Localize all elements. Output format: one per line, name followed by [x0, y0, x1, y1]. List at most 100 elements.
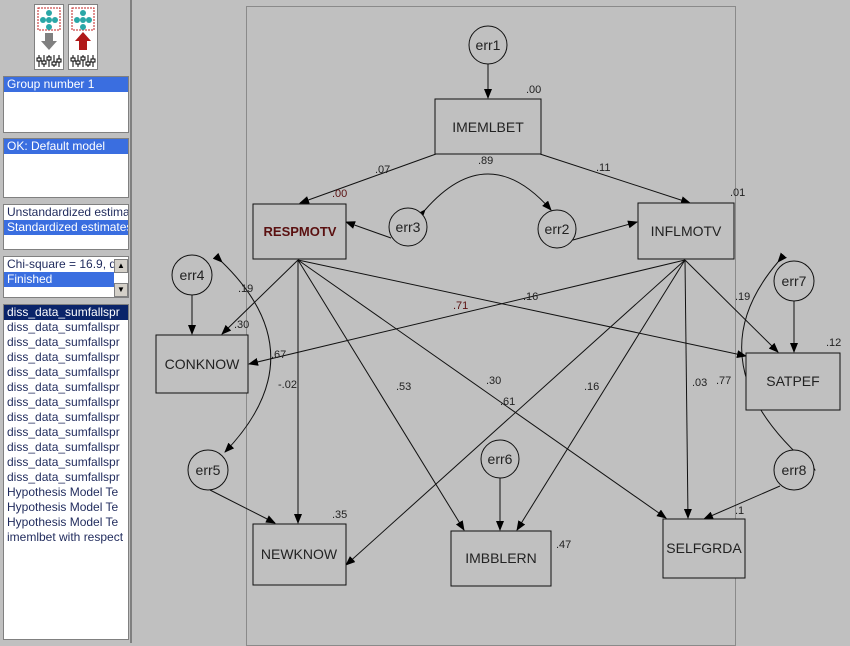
- model-item[interactable]: OK: Default model: [4, 139, 128, 154]
- err1-circle[interactable]: [468, 25, 508, 65]
- file-item[interactable]: diss_data_sumfallspr: [7, 395, 120, 409]
- newknow-box[interactable]: [252, 523, 347, 586]
- imbblern-box[interactable]: [450, 530, 552, 587]
- err7-circle[interactable]: [773, 260, 815, 302]
- coef-resp-satpef: .16: [523, 291, 538, 303]
- path-inflmotv-selfgrda[interactable]: [683, 259, 692, 519]
- file-item[interactable]: Hypothesis Model Te: [7, 515, 119, 529]
- err5-circle[interactable]: [187, 449, 229, 491]
- file-item[interactable]: diss_data_sumfallspr: [7, 350, 120, 364]
- imemlbet-label: IMEMLBET: [452, 119, 524, 135]
- coef-resp-conknow: .67: [271, 349, 286, 361]
- path-err5-newknow[interactable]: [209, 489, 276, 524]
- scroll-up-button[interactable]: ▲: [114, 259, 128, 273]
- view-input-button[interactable]: [34, 4, 64, 70]
- r2-imemlbet: .00: [526, 84, 541, 96]
- path-err8-selfgrda[interactable]: [703, 485, 781, 520]
- groups-panel: Group number 1: [3, 76, 129, 133]
- r2-conknow: .30: [234, 319, 249, 331]
- coef-resp-selfgrda: .61: [500, 396, 515, 408]
- err4-label: err4: [180, 267, 205, 283]
- view-output-button[interactable]: [68, 4, 98, 70]
- coef-infl-newknow: .30: [486, 375, 501, 387]
- satpef-label: SATPEF: [766, 373, 819, 389]
- scroll-down-button[interactable]: ▼: [114, 283, 128, 297]
- path-inflmotv-satpef[interactable]: [684, 259, 779, 353]
- path-inflmotv-imbblern[interactable]: [516, 259, 686, 531]
- err7-label: err7: [782, 273, 807, 289]
- file-item[interactable]: diss_data_sumfallspr: [7, 320, 120, 334]
- respmotv-box[interactable]: [252, 203, 347, 260]
- group-item[interactable]: Group number 1: [4, 77, 128, 92]
- inflmotv-box[interactable]: [637, 202, 735, 260]
- path-imemlbet-respmotv[interactable]: [299, 153, 437, 204]
- file-item[interactable]: diss_data_sumfallspr: [7, 410, 120, 424]
- path-respmotv-imbblern[interactable]: [297, 259, 465, 531]
- covariance-err4-err5[interactable]: [212, 252, 272, 453]
- path-respmotv-selfgrda[interactable]: [297, 259, 667, 519]
- err6-circle[interactable]: [480, 439, 520, 479]
- err8-label: err8: [782, 462, 807, 478]
- imbblern-label: IMBBLERN: [465, 550, 537, 566]
- path-respmotv-satpef[interactable]: [297, 259, 747, 359]
- path-respmotv-conknow[interactable]: [221, 259, 299, 335]
- imemlbet-box[interactable]: [434, 98, 542, 155]
- respmotv-label: RESPMOTV: [264, 224, 337, 239]
- path-inflmotv-conknow[interactable]: [248, 259, 686, 366]
- coef-imem-resp: .07: [375, 164, 390, 176]
- status-panel: Chi-square = 16.9, df = 9 Finished ▲ ▼: [3, 256, 129, 298]
- covariance-err7-err8[interactable]: [741, 252, 816, 471]
- files-panel: diss_data_sumfallspr diss_data_sumfallsp…: [3, 304, 129, 640]
- path-inflmotv-newknow[interactable]: [345, 259, 686, 566]
- coef-infl-imbblern: .16: [584, 381, 599, 393]
- conknow-box[interactable]: [155, 334, 249, 394]
- satpef-box[interactable]: [745, 352, 841, 411]
- coef-infl-conknow: .71: [453, 300, 468, 312]
- file-item[interactable]: diss_data_sumfallspr: [7, 380, 120, 394]
- err5-label: err5: [196, 462, 221, 478]
- err2-circle[interactable]: [537, 209, 577, 249]
- coef-infl-satpef: .19: [735, 291, 750, 303]
- covariance-err3-err2[interactable]: [416, 173, 552, 220]
- err4-circle[interactable]: [171, 254, 213, 296]
- file-item[interactable]: diss_data_sumfallspr: [7, 455, 120, 469]
- coef-err4-err5: .19: [238, 283, 253, 295]
- file-item[interactable]: diss_data_sumfallspr: [7, 425, 120, 439]
- coef-imem-infl: .11: [596, 162, 610, 174]
- chi-square-status: Chi-square = 16.9, df = 9: [7, 257, 128, 271]
- r2-imbblern: .47: [556, 539, 571, 551]
- newknow-label: NEWKNOW: [261, 546, 338, 562]
- view-output-icon: [70, 7, 96, 67]
- r2-selfgrda: .1: [735, 505, 744, 517]
- coef-resp-imbblern: .53: [396, 381, 411, 393]
- path-err3-respmotv[interactable]: [345, 221, 392, 239]
- path-imemlbet-inflmotv[interactable]: [539, 153, 691, 205]
- unstandardized-estimates-item[interactable]: Unstandardized estimates: [7, 205, 128, 219]
- file-item[interactable]: diss_data_sumfallspr: [7, 470, 120, 484]
- conknow-label: CONKNOW: [165, 356, 240, 372]
- err2-label: err2: [545, 221, 570, 237]
- r2-satpef: .12: [826, 337, 841, 349]
- standardized-estimates-item[interactable]: Standardized estimates: [4, 220, 128, 235]
- estimates-panel: Unstandardized estimates Standardized es…: [3, 204, 129, 250]
- coef-err7-err8: .77: [716, 375, 731, 387]
- coef-err3-err2: .89: [478, 155, 493, 167]
- file-item[interactable]: diss_data_sumfallspr: [7, 335, 120, 349]
- err3-circle[interactable]: [388, 207, 428, 247]
- inflmotv-label: INFLMOTV: [651, 223, 722, 239]
- err3-label: err3: [396, 219, 421, 235]
- file-item[interactable]: diss_data_sumfallspr: [7, 440, 120, 454]
- file-item[interactable]: diss_data_sumfallspr: [4, 305, 128, 320]
- err8-circle[interactable]: [773, 449, 815, 491]
- coef-infl-selfgrda: .03: [692, 377, 707, 389]
- view-input-icon: [36, 7, 62, 67]
- file-item[interactable]: Hypothesis Model Te: [7, 500, 119, 514]
- path-err2-inflmotv[interactable]: [572, 220, 638, 241]
- err6-label: err6: [488, 451, 513, 467]
- finished-status: Finished: [4, 272, 114, 287]
- selfgrda-box[interactable]: [662, 518, 746, 579]
- file-item[interactable]: diss_data_sumfallspr: [7, 365, 120, 379]
- file-item[interactable]: imemlbet with respect: [7, 530, 124, 544]
- file-item[interactable]: Hypothesis Model Te: [7, 485, 119, 499]
